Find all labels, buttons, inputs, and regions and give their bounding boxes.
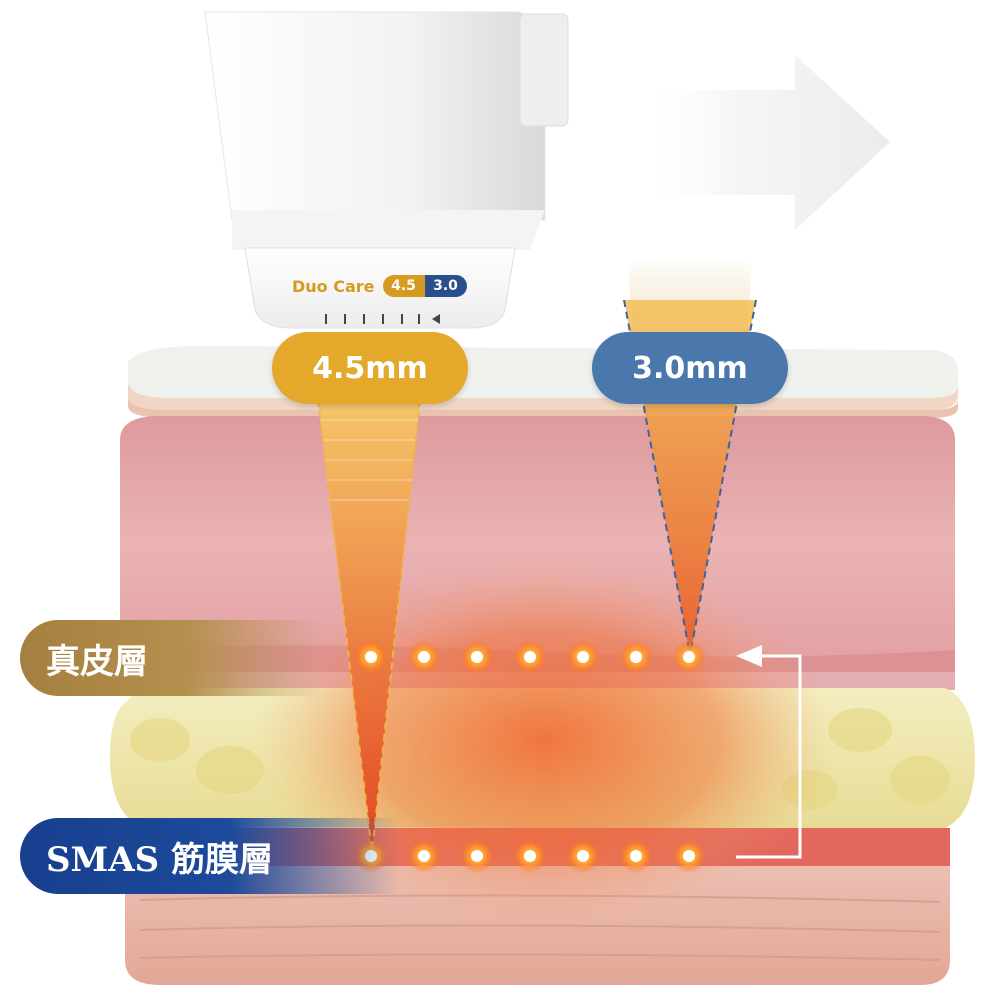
dermis-focal-point bbox=[471, 651, 483, 663]
dermis-focal-point bbox=[577, 651, 589, 663]
smas-focal-point bbox=[524, 850, 536, 862]
dermis-layer-label: 真皮層 bbox=[20, 620, 320, 696]
smas-layer-label: SMAS 筋膜層 bbox=[20, 818, 400, 894]
device-brand-name: Duo Care bbox=[292, 276, 375, 296]
device-brand-strip: Duo Care 4.5 3.0 bbox=[292, 274, 467, 298]
epidermis-layer bbox=[128, 346, 958, 418]
dermis-focal-point bbox=[418, 651, 430, 663]
smas-focal-point bbox=[471, 850, 483, 862]
depth-chip-b: 3.0 bbox=[424, 275, 467, 297]
dermis-focal-point bbox=[630, 651, 642, 663]
dermis-focal-point bbox=[524, 651, 536, 663]
smas-focal-point bbox=[577, 850, 589, 862]
smas-focal-point bbox=[683, 850, 695, 862]
device-handpiece bbox=[204, 11, 569, 329]
depth-chip-a: 4.5 bbox=[382, 275, 425, 297]
depth-chip: 4.5 3.0 bbox=[382, 275, 467, 297]
fat-texture bbox=[130, 708, 950, 810]
dermis-focal-point bbox=[365, 651, 377, 663]
movement-arrow-icon bbox=[640, 55, 890, 230]
return-arrow-icon bbox=[736, 645, 802, 859]
dermis-focal-point bbox=[683, 651, 695, 663]
depth-label-deep: 4.5mm bbox=[272, 332, 468, 404]
beam-deep bbox=[318, 400, 420, 852]
smas-focal-point bbox=[418, 850, 430, 862]
dermis-focal-points bbox=[354, 640, 706, 674]
smas-focal-points bbox=[354, 839, 706, 873]
depth-label-shallow: 3.0mm bbox=[592, 332, 788, 404]
scale-ticks-icon bbox=[325, 314, 440, 324]
smas-focal-point bbox=[630, 850, 642, 862]
